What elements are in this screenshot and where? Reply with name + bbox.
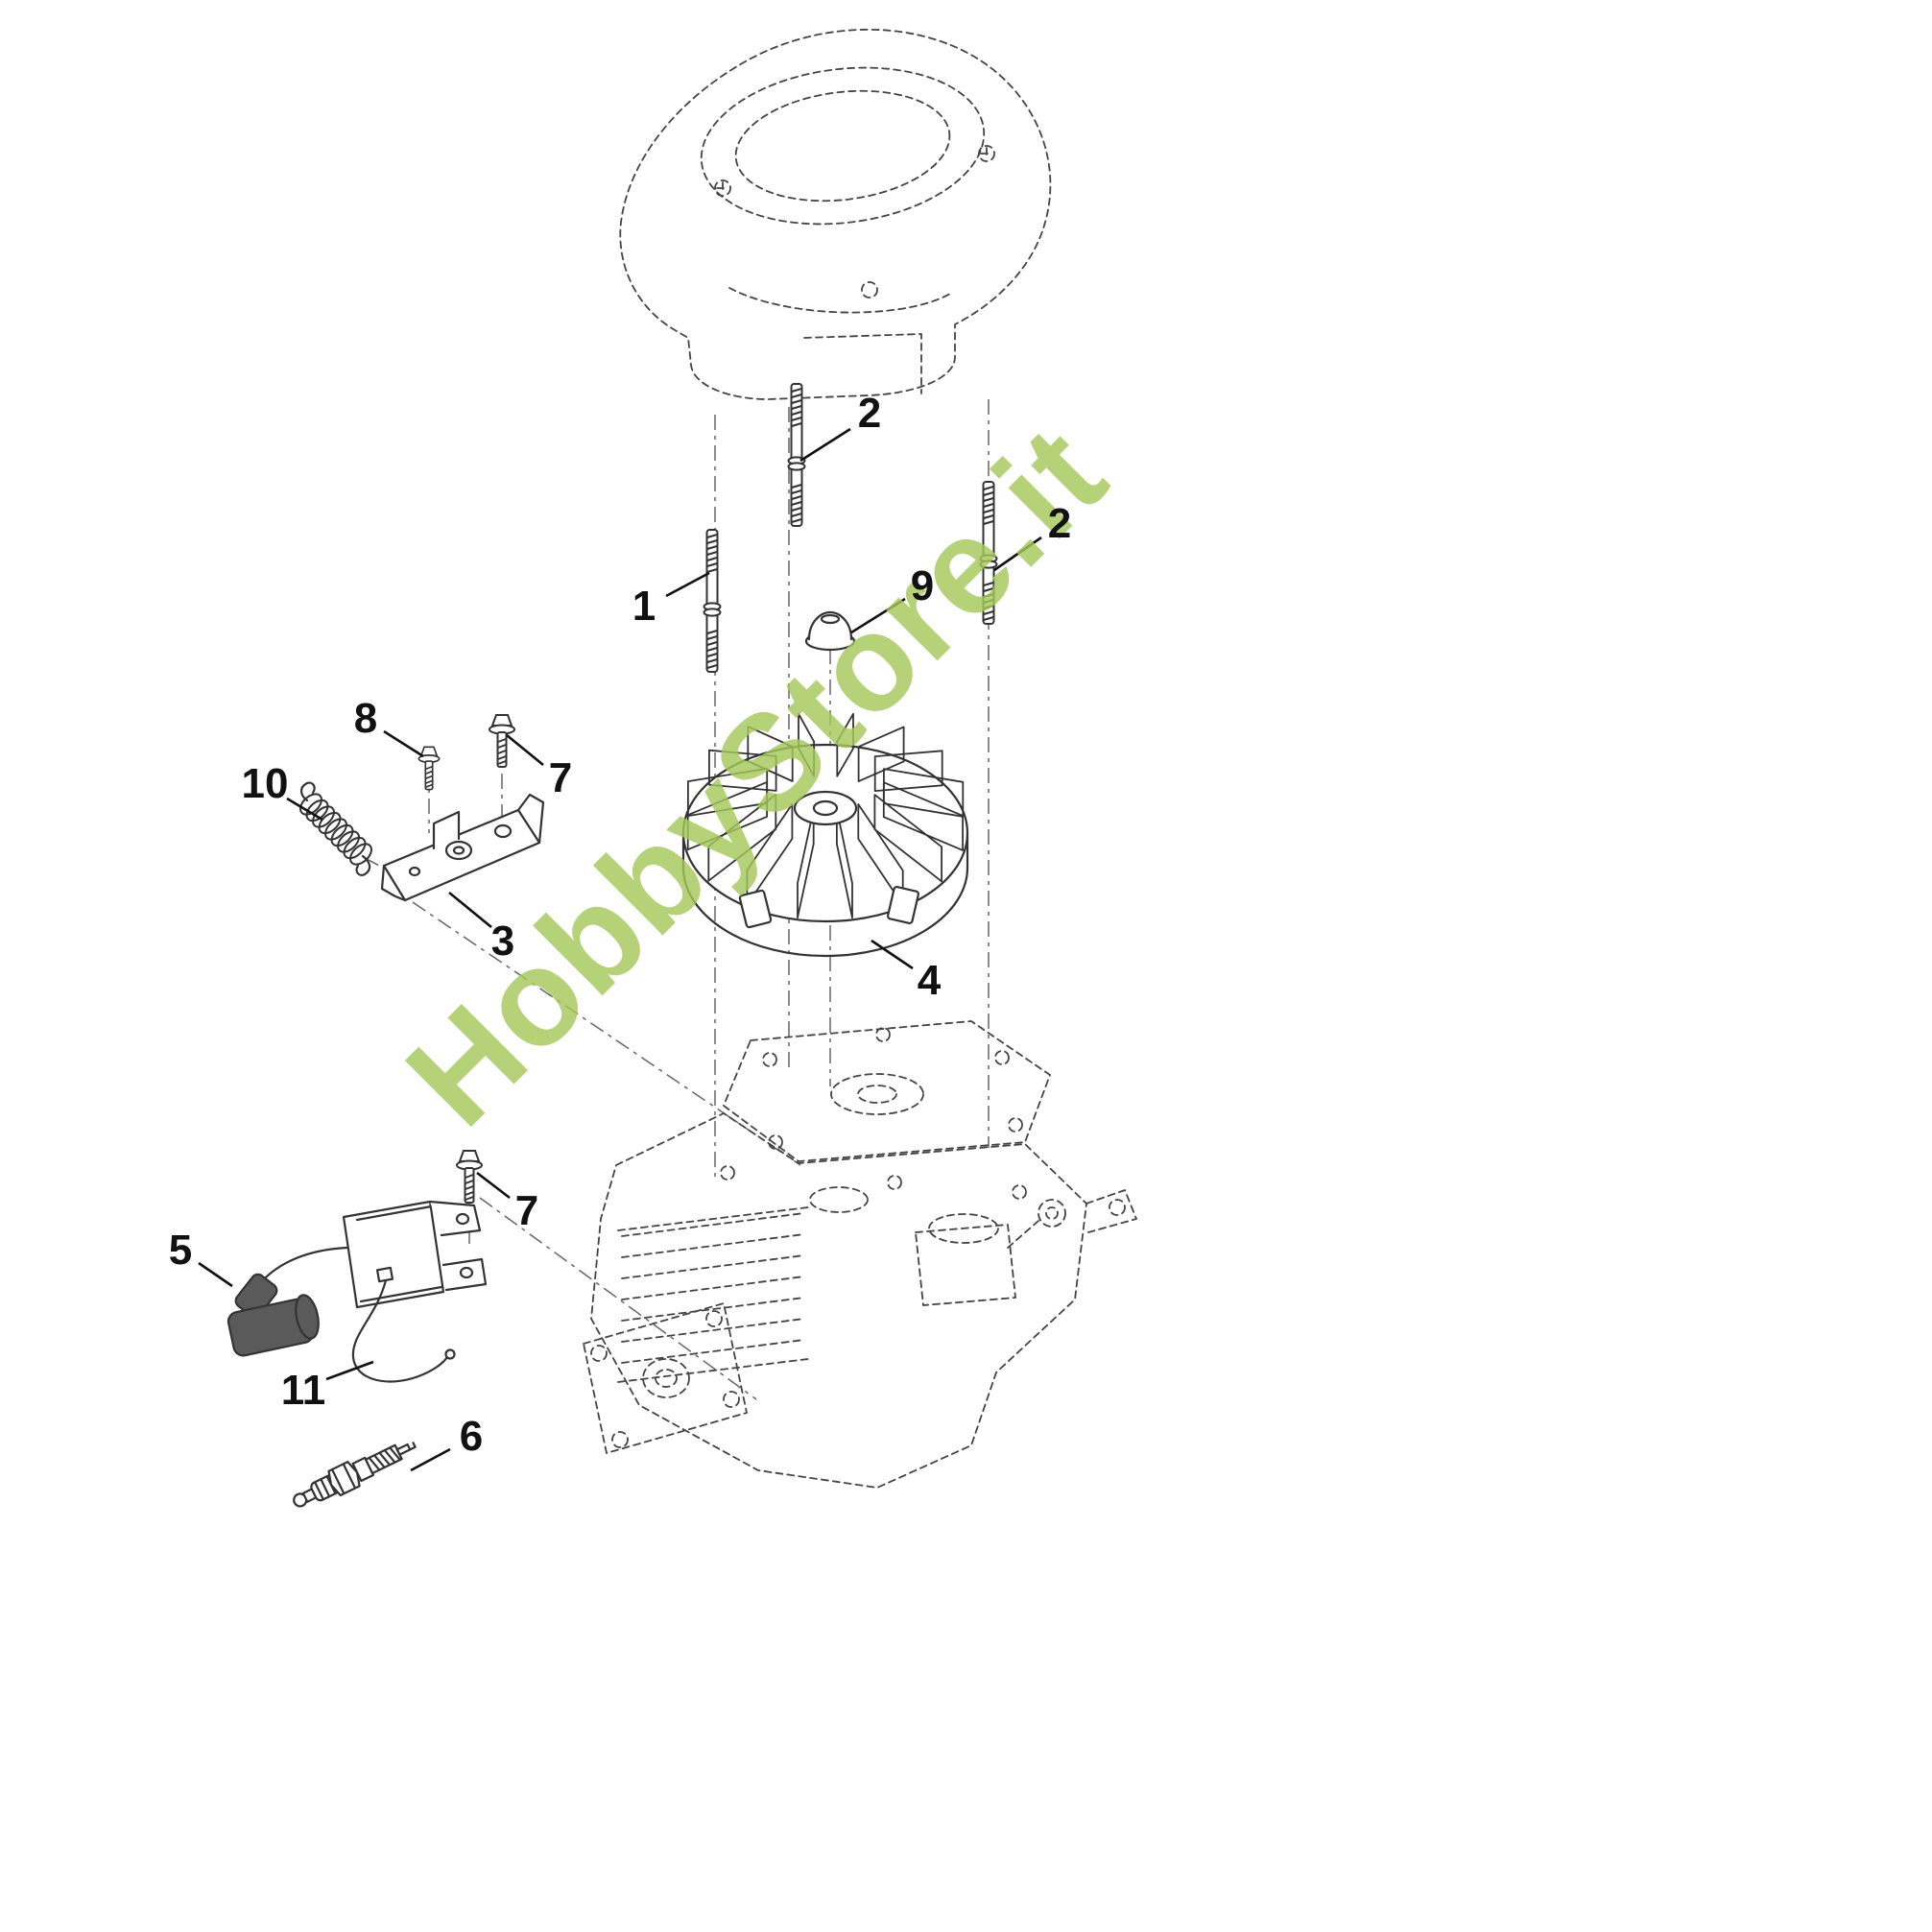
callout-1: 1	[632, 583, 656, 630]
callout-7-b: 7	[514, 1187, 539, 1234]
flywheel	[681, 712, 969, 958]
callout-11: 11	[280, 1367, 326, 1414]
callout-3: 3	[490, 918, 515, 965]
callout-2-a: 2	[857, 390, 882, 437]
callout-8: 8	[353, 695, 378, 742]
ignition-coil	[227, 1200, 488, 1357]
spring-coils	[299, 793, 372, 866]
brake-bracket	[380, 793, 545, 902]
flange-bolt-bottom	[456, 1150, 483, 1204]
callout-7-a: 7	[548, 754, 573, 801]
callout-5: 5	[168, 1227, 193, 1274]
callout-9: 9	[910, 562, 935, 609]
blower-housing	[619, 28, 1052, 400]
stud-long-center	[787, 383, 806, 527]
callout-2-b: 2	[1047, 500, 1072, 547]
stop-wire	[351, 1266, 456, 1383]
flange-bolt-small	[417, 746, 441, 791]
stud-short	[703, 529, 722, 673]
watermark-text: HobbyStore.it	[378, 397, 1135, 1155]
callout-leader-lines	[198, 427, 1042, 1472]
callout-4: 4	[917, 957, 942, 1004]
flange-bolt-top	[489, 714, 515, 768]
callout-10: 10	[241, 760, 289, 807]
callout-6: 6	[459, 1413, 484, 1460]
governor-spring	[299, 781, 372, 876]
flywheel-cap	[804, 610, 856, 652]
spark-plug	[293, 1442, 417, 1508]
fan-blades	[686, 712, 965, 919]
engine-crankcase	[583, 1020, 1137, 1489]
